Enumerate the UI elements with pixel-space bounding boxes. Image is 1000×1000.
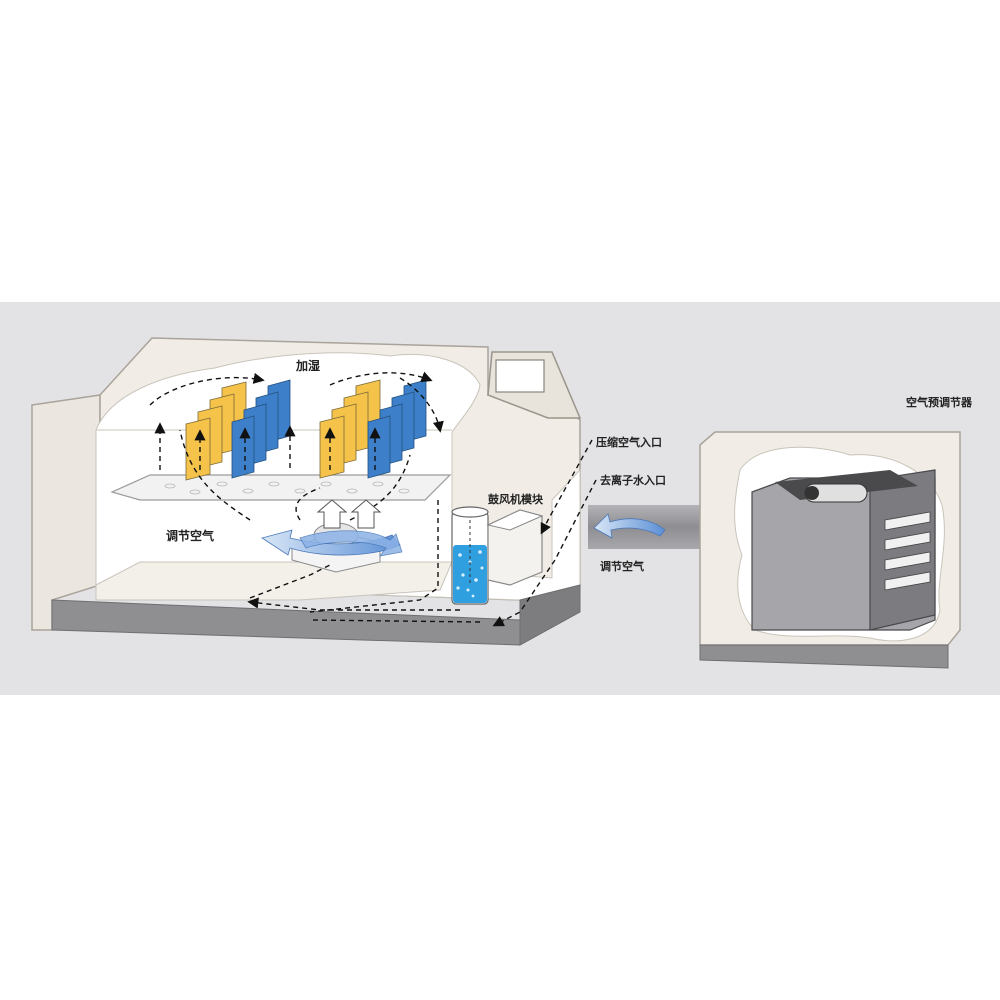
label-conditioned-air-right: 调节空气 (600, 559, 644, 573)
duct-air-arrow (593, 513, 666, 539)
label-compressed-air-inlet: 压缩空气入口 (596, 435, 662, 449)
chamber-floor (95, 561, 453, 601)
salt-water-reservoir (451, 506, 489, 605)
inlet-lines (492, 439, 597, 627)
test-chamber (31, 337, 582, 646)
floor-flow-lines (247, 500, 481, 623)
samples-right (319, 379, 381, 479)
label-fan-module: 鼓风机模块 (488, 492, 544, 506)
label-conditioned-air-left: 调节空气 (166, 528, 214, 543)
control-screen (495, 359, 545, 393)
conditioned-air-arrow-right (299, 530, 403, 557)
label-deionized-water-inlet: 去离子水入口 (600, 473, 666, 487)
vent-slats (884, 511, 931, 591)
air-preconditioner (699, 431, 961, 669)
shelf-holes (164, 481, 410, 495)
label-air-preconditioner: 空气预调节器 (906, 395, 973, 409)
label-humidify: 加湿 (295, 358, 320, 373)
